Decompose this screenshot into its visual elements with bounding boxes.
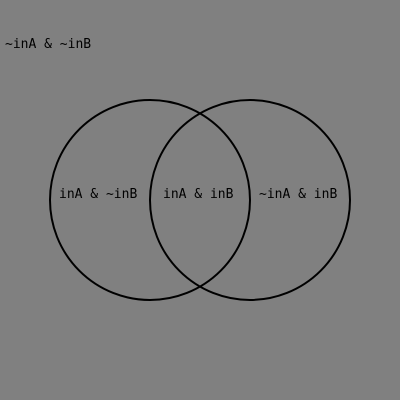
region-intersection-label: inA & inB — [163, 187, 234, 202]
region-a-only-label: inA & ~inB — [59, 187, 138, 202]
region-b-only-label: ~inA & inB — [259, 187, 338, 202]
circle-b — [149, 99, 351, 301]
region-outside-label: ~inA & ~inB — [5, 37, 92, 52]
circle-a — [49, 99, 251, 301]
